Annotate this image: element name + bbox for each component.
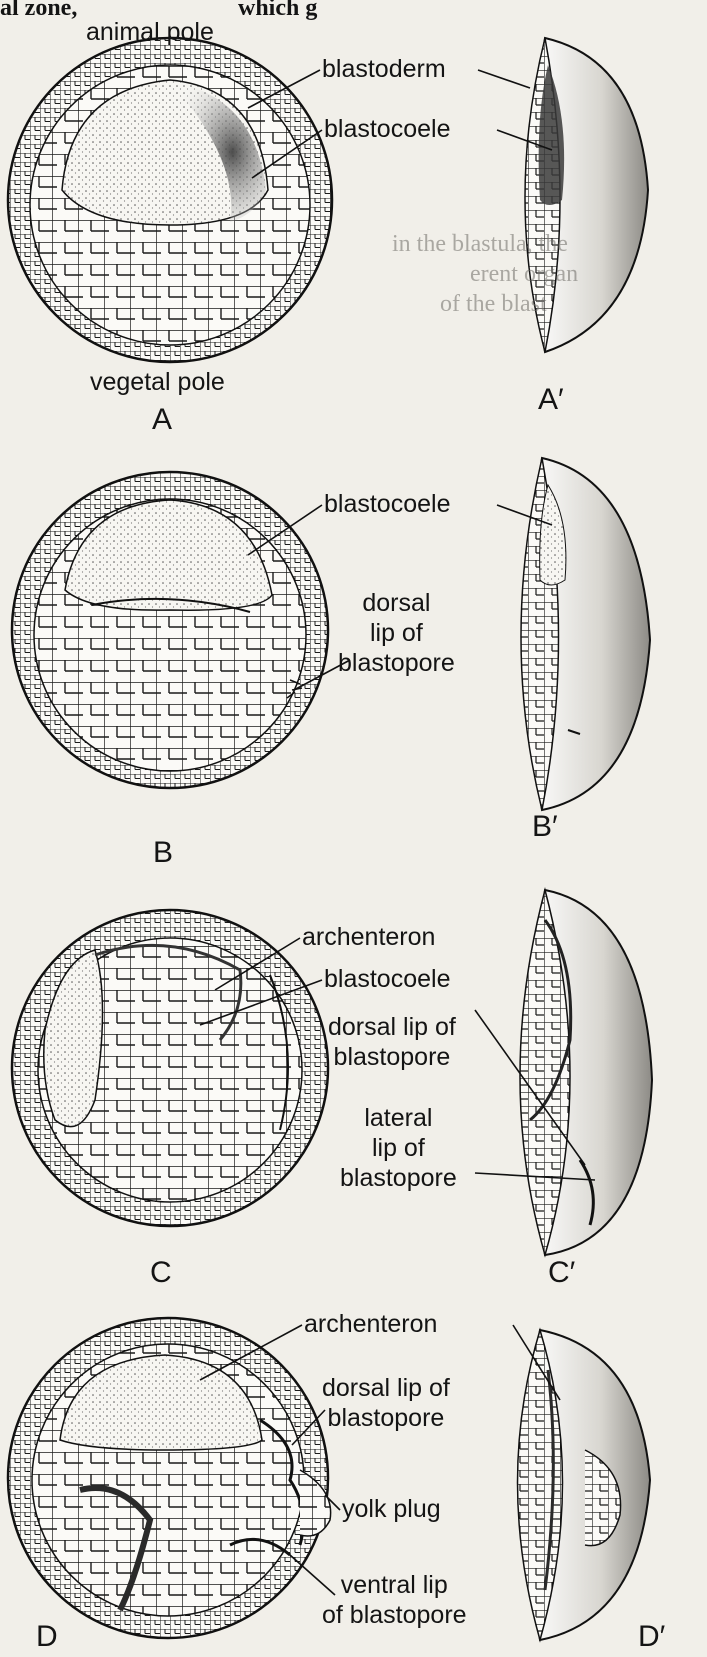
panel-d-half-embryo: [518, 1330, 651, 1640]
background-text-1: in the blastula, the: [392, 232, 568, 256]
label-c-dorsal-lip: dorsal lip of blastopore: [328, 1012, 456, 1072]
panel-a-embryo: [8, 38, 332, 362]
header-fragment-left: al zone,: [0, 0, 77, 20]
leader-a-blastoderm-right: [478, 70, 530, 88]
caption-c-prime: C′: [548, 1258, 575, 1288]
panel-b-embryo: [12, 472, 328, 788]
label-c-archenteron: archenteron: [302, 925, 435, 950]
label-d-dorsal-lip: dorsal lip of blastopore: [322, 1373, 450, 1433]
header-fragment-right: which g: [238, 0, 317, 20]
caption-a-prime: A′: [538, 385, 564, 415]
panel-d-embryo: [8, 1318, 331, 1638]
label-d-ventral-lip: ventral lip of blastopore: [322, 1570, 467, 1630]
label-c-lateral-lip: lateral lip of blastopore: [340, 1103, 457, 1193]
caption-b-prime: B′: [532, 812, 558, 842]
label-b-dorsal-lip: dorsal lip of blastopore: [338, 588, 455, 678]
label-a-blastoderm: blastoderm: [322, 57, 446, 82]
label-d-archenteron: archenteron: [304, 1312, 437, 1337]
caption-b: B: [153, 838, 173, 868]
label-a-blastocoele: blastocoele: [324, 117, 450, 142]
background-text-3: of the blast: [440, 292, 547, 316]
panel-b-half-embryo: [521, 458, 650, 810]
caption-d: D: [36, 1622, 58, 1652]
panel-c-embryo: [12, 910, 328, 1226]
label-animal-pole: animal pole: [86, 20, 214, 45]
label-c-blastocoele: blastocoele: [324, 967, 450, 992]
label-d-yolk-plug: yolk plug: [342, 1497, 441, 1522]
panel-c-half-embryo: [520, 890, 652, 1255]
label-b-blastocoele: blastocoele: [324, 492, 450, 517]
background-text-2: erent organ: [470, 262, 578, 286]
caption-d-prime: D′: [638, 1622, 665, 1652]
label-vegetal-pole: vegetal pole: [90, 370, 225, 395]
caption-c: C: [150, 1258, 172, 1288]
caption-a: A: [152, 405, 172, 435]
